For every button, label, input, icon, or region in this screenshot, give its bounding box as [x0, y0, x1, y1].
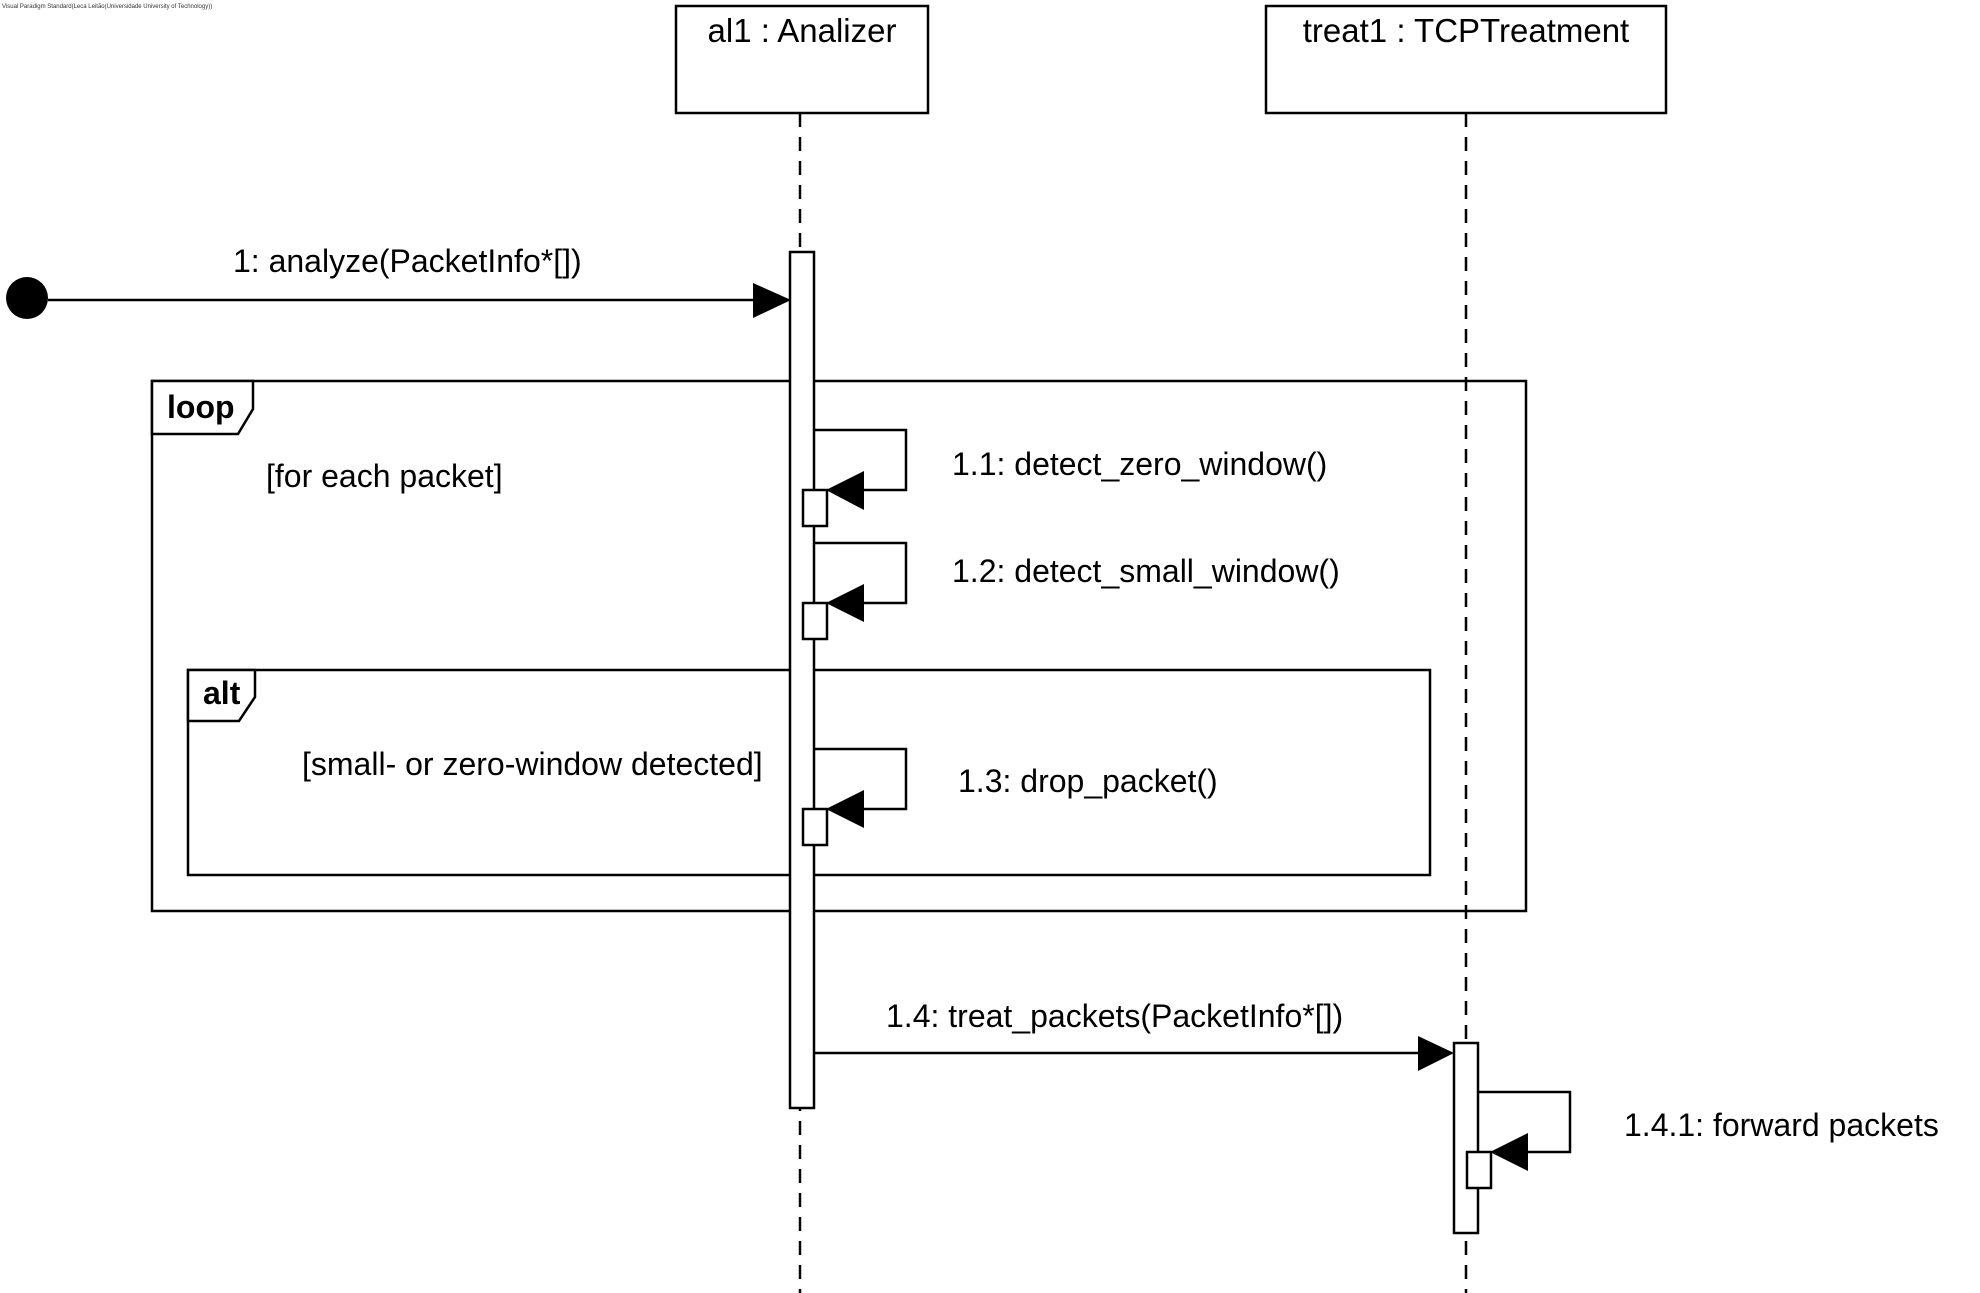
lifeline-treat1: treat1 : TCPTreatment: [1264, 4, 1668, 1293]
message-1-1-arrowhead-icon: [826, 471, 864, 510]
message-1-4: 1.4: treat_packets(PacketInfo*[]): [814, 998, 1454, 1071]
alt-operator-tab: [186, 668, 257, 723]
lifeline-treat1-head[interactable]: [1264, 4, 1668, 115]
message-1-1-activation: [801, 488, 829, 528]
message-1-2-arrowhead-icon: [826, 584, 864, 622]
lifeline-al1: al1 : Analizer: [674, 4, 930, 1293]
message-1-4-1: 1.4.1: forward packets: [1465, 1090, 1939, 1190]
message-1-1: 1.1: detect_zero_window(): [801, 428, 1327, 528]
message-1-4-1-line[interactable]: [1478, 1090, 1572, 1154]
message-1-2: 1.2: detect_small_window(): [801, 541, 1340, 641]
message-1-arrowhead-icon: [753, 283, 791, 318]
loop-operator-tab: [150, 379, 255, 436]
lifeline-treat1-title: treat1 : TCPTreatment: [1303, 12, 1629, 49]
message-1-label: 1: analyze(PacketInfo*[]): [233, 243, 582, 279]
alt-guard: [small- or zero-window detected]: [302, 746, 763, 782]
lifeline-al1-head[interactable]: [674, 4, 930, 115]
lifeline-al1-title: al1 : Analizer: [708, 12, 897, 49]
message-1-3-activation: [801, 807, 829, 847]
loop-frame[interactable]: [150, 379, 1528, 913]
al1-activation-bar[interactable]: [788, 250, 816, 1110]
message-1-4-label: 1.4: treat_packets(PacketInfo*[]): [886, 998, 1343, 1034]
message-1-4-1-label: 1.4.1: forward packets: [1624, 1107, 1939, 1143]
message-1-3-line[interactable]: [814, 747, 908, 811]
message-1-3: 1.3: drop_packet(): [801, 747, 1218, 847]
message-1-4-1-arrowhead-icon: [1490, 1133, 1528, 1171]
message-1-4-arrowhead-icon: [1418, 1036, 1454, 1071]
loop-fragment: loop [for each packet]: [150, 379, 1528, 913]
message-1-2-line[interactable]: [814, 541, 908, 605]
message-1-3-label: 1.3: drop_packet(): [958, 763, 1218, 799]
message-1-1-line[interactable]: [814, 428, 908, 492]
treat1-activation-bar[interactable]: [1452, 1041, 1480, 1235]
message-1-3-arrowhead-icon: [826, 790, 864, 828]
watermark-text: Visual Paradigm Standard(Leca Leitão(Uni…: [2, 4, 212, 10]
message-1-1-label: 1.1: detect_zero_window(): [952, 446, 1327, 482]
message-1-2-label: 1.2: detect_small_window(): [952, 553, 1340, 589]
message-1-2-activation: [801, 601, 829, 641]
initial-node-icon: [6, 277, 48, 319]
loop-guard: [for each packet]: [266, 458, 503, 494]
message-1-4-1-activation: [1465, 1150, 1493, 1190]
alt-operator-label: alt: [203, 675, 241, 711]
loop-operator-label: loop: [167, 389, 235, 425]
message-1: 1: analyze(PacketInfo*[]): [6, 243, 791, 319]
